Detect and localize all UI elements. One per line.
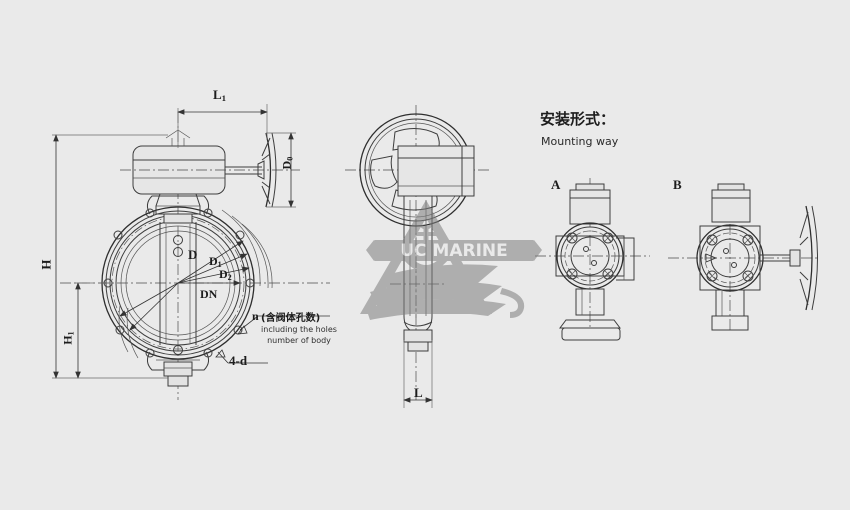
mount-b-flange <box>696 224 764 292</box>
bore-label-D2-main: D <box>219 267 228 281</box>
bore-label-D: D <box>188 248 197 261</box>
dimension-label-L1-sub: 1 <box>221 93 227 104</box>
flange-bolt-holes <box>103 208 255 358</box>
holes-note-en-line1: including the holes <box>261 325 337 334</box>
dimension-label-H1-main: H <box>60 335 75 345</box>
radial-arc-leaders <box>118 209 273 359</box>
mounting-way-title-en: Mounting way <box>541 135 619 148</box>
bore-dimension-leaders <box>119 240 250 331</box>
dimension-H <box>52 134 168 379</box>
dimension-label-H1-sub: 1 <box>66 331 76 336</box>
callout-label-n: n <box>252 309 259 323</box>
handwheel-edge-view <box>225 132 277 208</box>
dimension-label-H1: H1 <box>60 331 76 345</box>
bore-label-D-main: D <box>188 247 198 262</box>
bore-label-DN: DN <box>200 288 217 300</box>
dimension-label-L: L <box>414 386 423 399</box>
body-lugs-top <box>146 195 210 215</box>
front-view-group <box>52 104 330 400</box>
dimension-label-H: H <box>38 259 54 270</box>
bottom-stem-boss <box>163 361 193 387</box>
leader-n-note <box>237 315 330 335</box>
dimension-label-L1-main: L <box>213 87 222 102</box>
bore-label-D1: D1 <box>209 255 222 269</box>
dimension-label-D0-main: D <box>279 160 294 170</box>
mounting-option-b-label: B <box>673 177 682 192</box>
mounting-option-a-label: A <box>551 177 561 192</box>
gear-operator-housing <box>120 129 300 224</box>
dimension-D0 <box>266 132 296 208</box>
mounting-option-a-group <box>535 178 650 341</box>
dimension-L1 <box>177 104 268 148</box>
dimension-label-L1: L1 <box>213 88 226 103</box>
side-view-group <box>345 105 490 408</box>
holes-note-cn: (含阀体孔数) <box>261 313 321 324</box>
bore-label-D1-sub: 1 <box>217 260 222 270</box>
mount-b-handwheel <box>760 205 818 311</box>
bore-label-D2-sub: 2 <box>227 273 232 283</box>
leader-4d <box>215 349 268 364</box>
holes-note-en-line2: number of body <box>267 336 331 345</box>
side-gearbox-body <box>397 145 475 197</box>
dimension-label-L-main: L <box>414 385 423 400</box>
side-valve-body <box>390 196 446 352</box>
bore-label-DN-main: DN <box>200 287 218 301</box>
dimension-L <box>403 340 433 408</box>
mounting-option-b-group <box>668 183 820 331</box>
dimension-label-D0-sub: 0 <box>285 156 295 161</box>
bore-label-D2: D2 <box>219 268 232 282</box>
mounting-way-title-cn: 安装形式： <box>540 110 616 128</box>
bore-label-D1-main: D <box>209 254 218 268</box>
callout-label-4d: 4-d <box>229 353 248 368</box>
valve-disc <box>159 222 197 345</box>
dimension-label-D0: D0 <box>279 156 295 170</box>
dimension-label-H-main: H <box>38 259 54 270</box>
dimension-H1 <box>74 282 110 379</box>
